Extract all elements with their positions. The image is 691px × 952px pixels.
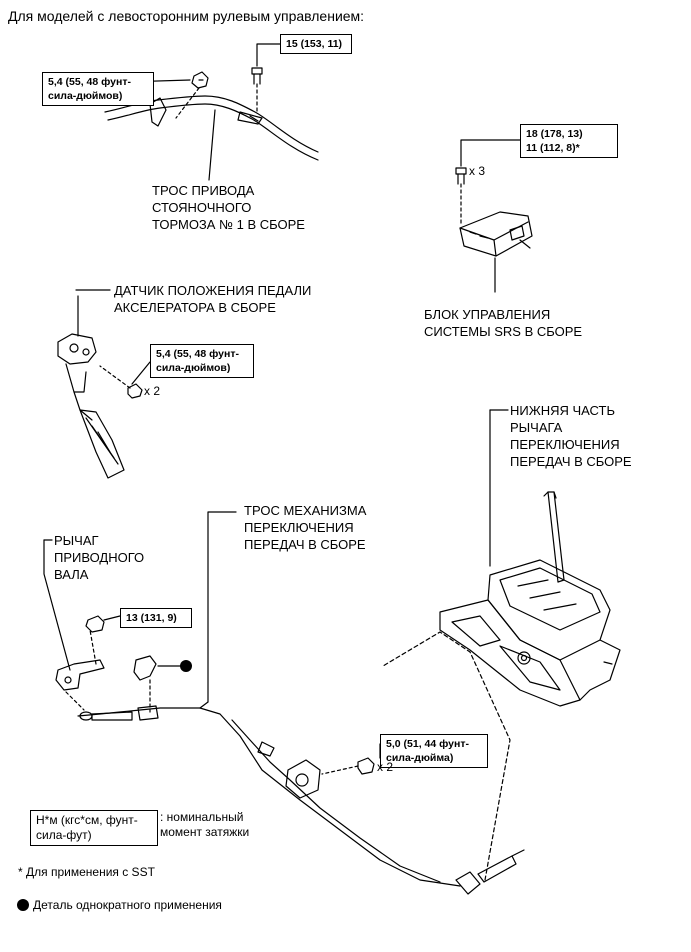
qty-pedal: x 2 xyxy=(144,384,161,398)
torque-box-t6: 5,0 (51, 44 фунт- сила-дюйма) xyxy=(380,734,488,768)
page-title: Для моделей с левосторонним рулевым упра… xyxy=(8,8,365,24)
legend-unit-desc: : номинальный момент затяжки xyxy=(160,810,250,839)
shift-cable-bolt-drawing xyxy=(321,743,381,775)
label-brake-cable: ТРОС ПРИВОДА СТОЯНОЧНОГО ТОРМОЗА № 1 В С… xyxy=(152,183,305,232)
label-drive-lever: РЫЧАГ ПРИВОДНОГО ВАЛА xyxy=(54,533,145,582)
qty-srs: x 3 xyxy=(469,164,486,178)
qty-shift: x 2 xyxy=(377,760,394,774)
single-use-marker xyxy=(180,660,192,672)
torque-box-t3: 18 (178, 13) 11 (112, 8)* xyxy=(520,124,618,158)
label-srs-unit: БЛОК УПРАВЛЕНИЯ СИСТЕМЫ SRS В СБОРЕ xyxy=(424,307,583,339)
legend-unit-box: Н*м (кгс*см, фунт- сила-фут) xyxy=(30,810,158,846)
brake-bolt-right-drawing xyxy=(251,67,263,113)
shift-connection-dashed xyxy=(382,631,511,881)
srs-bolt-drawing xyxy=(455,139,521,227)
legend-bullet-icon xyxy=(17,899,29,911)
shift-lever-drawing xyxy=(439,409,621,707)
brake-bolt-left-drawing xyxy=(175,71,209,119)
torque-box-t2: 5,4 (55, 48 фунт- сила-дюймов) xyxy=(42,72,154,106)
clip-drawing xyxy=(133,655,192,713)
label-shift-lever: НИЖНЯЯ ЧАСТЬ РЫЧАГА ПЕРЕКЛЮЧЕНИЯ ПЕРЕДАЧ… xyxy=(510,403,632,469)
legend-single-use: Деталь однократного применения xyxy=(33,898,222,912)
torque-box-t5: 13 (131, 9) xyxy=(120,608,192,628)
srs-unit-drawing xyxy=(459,211,533,257)
legend-sst-note: * Для применения с SST xyxy=(18,865,155,879)
torque-box-t1: 15 (153, 11) xyxy=(280,34,352,54)
pedal-bolt-drawing xyxy=(99,361,151,399)
shift-cable-drawing xyxy=(77,511,525,895)
t1-leader xyxy=(256,43,281,67)
torque-box-t4: 5,4 (55, 48 фунт- сила-дюймов) xyxy=(150,344,254,378)
drive-lever-drawing xyxy=(43,539,121,711)
label-shift-cable: ТРОС МЕХАНИЗМА ПЕРЕКЛЮЧЕНИЯ ПЕРЕДАЧ В СБ… xyxy=(244,503,367,552)
brake-cable-leader xyxy=(208,109,216,181)
label-pedal-sensor: ДАТЧИК ПОЛОЖЕНИЯ ПЕДАЛИ АКСЕЛЕРАТОРА В С… xyxy=(114,283,312,315)
accelerator-pedal-drawing xyxy=(57,289,125,479)
